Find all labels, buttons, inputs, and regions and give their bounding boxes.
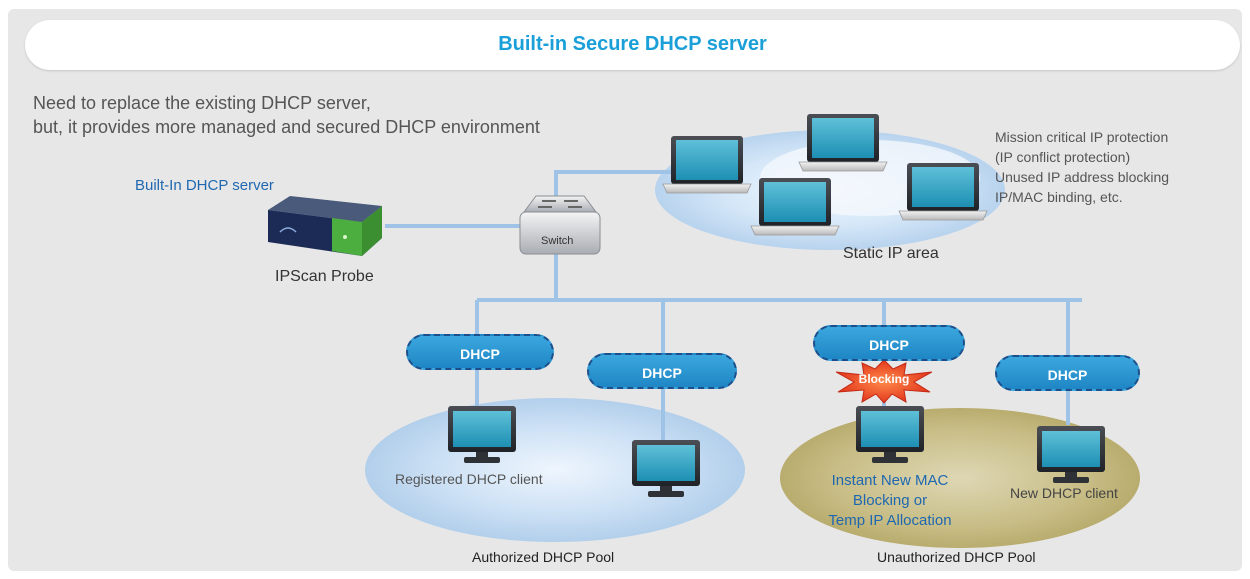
instant-block-line-2: Blocking or <box>852 492 928 509</box>
dhcp-server-badge: DHCP <box>995 355 1140 391</box>
unauthorized-pool-label: Unauthorized DHCP Pool <box>877 549 1036 565</box>
static-feature-1: Mission critical IP protection <box>995 129 1169 145</box>
switch-label: Switch <box>541 235 574 247</box>
blocking-burst <box>835 359 933 404</box>
dhcp-server-badge: DHCP <box>406 334 554 370</box>
laptop-icon <box>662 135 752 194</box>
built-in-dhcp-server-label: Built-In DHCP server <box>135 177 274 194</box>
static-feature-2: (IP conflict protection) <box>995 149 1131 165</box>
instant-block-line-3: Temp IP Allocation <box>828 512 952 529</box>
static-feature-3: Unused IP address blocking <box>995 169 1170 185</box>
description-line-2: but, it provides more managed and secure… <box>33 117 540 137</box>
static-feature-4: IP/MAC binding, etc. <box>995 189 1123 205</box>
description-line-1: Need to replace the existing DHCP server… <box>33 93 371 113</box>
new-client-label: New DHCP client <box>1010 485 1118 501</box>
laptop-icon <box>898 162 988 221</box>
title-bar: Built-in Secure DHCP server <box>25 20 1240 70</box>
ipscan-probe-device <box>268 196 382 256</box>
blocking-label: Blocking <box>858 372 910 386</box>
ipscan-probe-label: IPScan Probe <box>275 268 374 285</box>
laptop-icon <box>798 113 888 172</box>
laptop-icon <box>750 177 840 236</box>
static-ip-area-label: Static IP area <box>843 245 939 262</box>
registered-client-label: Registered DHCP client <box>395 471 543 487</box>
instant-block-line-1: Instant New MAC <box>831 472 949 489</box>
authorized-pool-label: Authorized DHCP Pool <box>472 549 615 565</box>
dhcp-server-badge: DHCP <box>813 325 965 361</box>
network-switch <box>519 195 601 255</box>
dhcp-server-badge: DHCP <box>587 353 737 389</box>
diagram-title: Built-in Secure DHCP server <box>498 33 767 55</box>
